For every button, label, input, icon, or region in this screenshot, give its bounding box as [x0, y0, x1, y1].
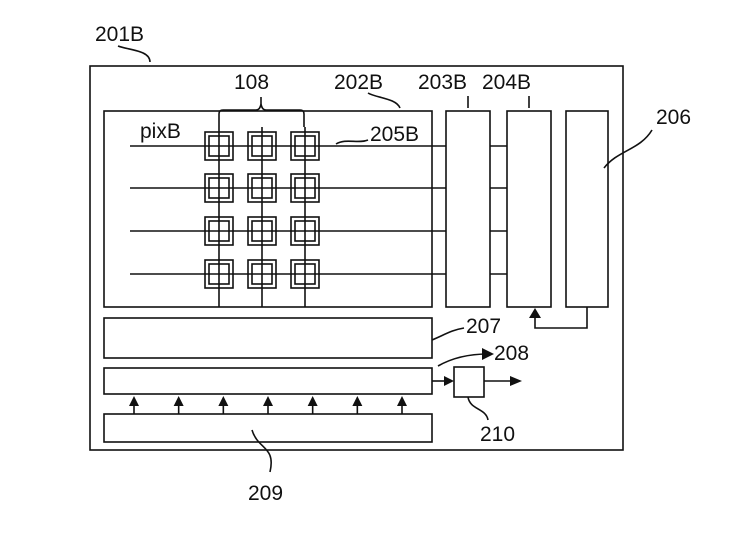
pixel-cell: [204, 173, 234, 203]
pixel-cell: [204, 259, 234, 289]
pixel-cell: [290, 131, 320, 161]
bottom-block-209: 209: [103, 413, 433, 505]
vertical-scan-circuit-203B: 203B: [418, 71, 491, 308]
up-arrow-head: [397, 396, 407, 406]
label-202B: 202B: [334, 71, 383, 94]
label-pixB: pixB: [140, 120, 181, 143]
horizontal-block-208: 208: [103, 342, 529, 395]
label-108: 108: [234, 71, 269, 94]
up-arrows: [129, 396, 407, 414]
pixel-cell: [247, 216, 277, 246]
up-arrow: [129, 396, 139, 414]
label-207: 207: [466, 315, 501, 338]
pixel-cell: [247, 131, 277, 161]
label-206: 206: [656, 106, 691, 129]
up-arrow-head: [307, 396, 318, 406]
label-205B: 205B: [370, 123, 419, 146]
up-arrow: [173, 396, 184, 414]
row-line-205B: 205B: [335, 123, 419, 146]
pixel-cell: [247, 259, 277, 289]
pixel-cell: [204, 216, 234, 246]
up-arrow-head: [218, 396, 229, 406]
label-209: 209: [248, 482, 283, 505]
up-arrow-head: [129, 396, 139, 406]
pixel-cell: [290, 216, 320, 246]
pixel-cell: [290, 259, 320, 289]
pixel-cell: [290, 173, 320, 203]
up-arrow: [307, 396, 318, 414]
driver-circuit-204B: 204B: [482, 71, 552, 308]
pixel-grid: [204, 131, 320, 289]
up-arrow-head: [352, 396, 363, 406]
label-201B: 201B: [95, 23, 144, 46]
label-210: 210: [480, 423, 515, 446]
feedback-arrow: [529, 307, 588, 329]
up-arrow: [397, 396, 407, 414]
pixel-cell: [204, 131, 234, 161]
label-204B: 204B: [482, 71, 531, 94]
label-208: 208: [494, 342, 529, 365]
up-arrow: [263, 396, 273, 414]
up-arrow-head: [263, 396, 273, 406]
control-circuit-206: 206: [565, 106, 691, 308]
column-circuit-207: 207: [103, 315, 501, 359]
arrow-to-210: [432, 376, 454, 386]
label-203B: 203B: [418, 71, 467, 94]
up-arrow: [352, 396, 363, 414]
output-block-210: 210: [453, 366, 522, 446]
pixel-cell: [247, 173, 277, 203]
up-arrow-head: [173, 396, 184, 406]
up-arrow: [218, 396, 229, 414]
pixel-group-108: 108: [218, 71, 305, 127]
